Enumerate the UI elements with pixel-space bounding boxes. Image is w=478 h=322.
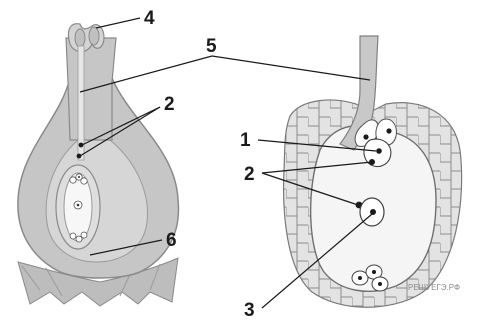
watermark: РЕШУЕГЭ.РФ bbox=[408, 283, 460, 292]
label-3: 3 bbox=[244, 300, 255, 321]
label-6: 6 bbox=[166, 230, 177, 251]
label-2-right: 2 bbox=[244, 164, 255, 185]
label-1: 1 bbox=[240, 130, 251, 151]
label-2-left: 2 bbox=[164, 94, 175, 115]
label-4: 4 bbox=[144, 8, 155, 29]
label-5: 5 bbox=[206, 36, 217, 57]
pistil bbox=[18, 24, 179, 306]
